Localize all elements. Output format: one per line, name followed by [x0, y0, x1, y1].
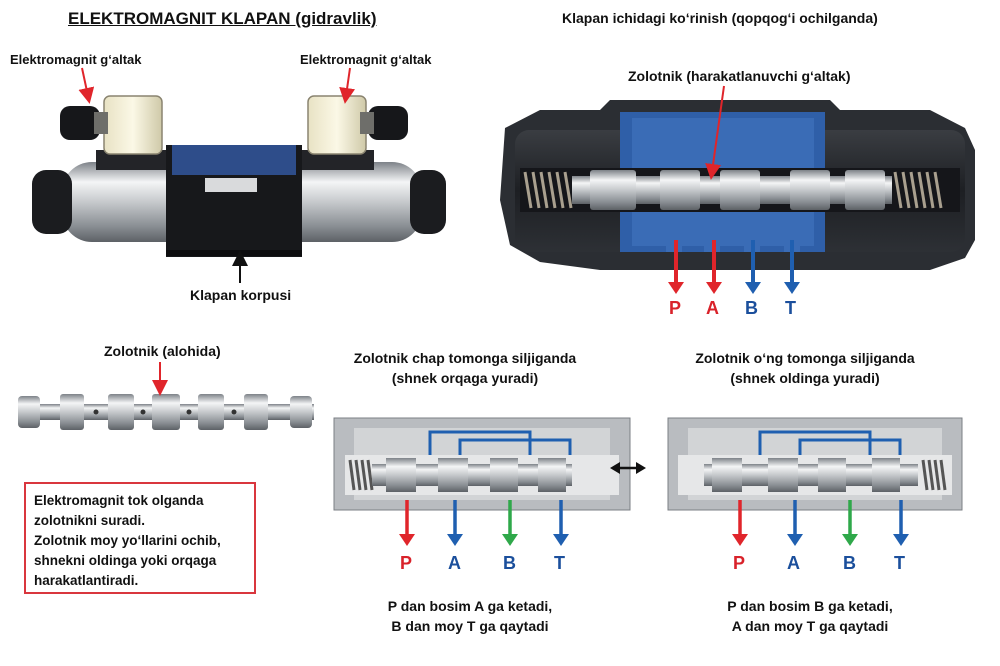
right-port-arrows [732, 500, 909, 546]
right-port-t: T [894, 553, 905, 573]
note-line-2: zolotnikni suradi. [34, 513, 146, 528]
left-port-a: A [448, 553, 461, 573]
note-line-4: shnekni oldinga yoki orqaga [34, 553, 217, 568]
cutaway-port-a: A [706, 298, 719, 318]
cutaway-port-t: T [785, 298, 796, 318]
cutaway-spool-label: Zolotnik (harakatlanuvchi g‘altak) [628, 68, 851, 84]
right-schematic [667, 417, 963, 511]
left-port-t: T [554, 553, 565, 573]
coil-right-pointer [339, 67, 356, 104]
left-diagram-caption-2: B dan moy T ga qaytadi [391, 618, 549, 634]
page-title: ELEKTROMAGNIT KLAPAN (gidravlik) [68, 9, 377, 28]
cutaway-port-p: P [669, 298, 682, 318]
left-diagram-title-2: (shnek orqaga yuradi) [391, 370, 539, 386]
spool-separate-label: Zolotnik (alohida) [104, 343, 221, 359]
valve-photo [32, 95, 446, 257]
right-diagram-caption-2: A dan moy T ga qaytadi [731, 618, 889, 634]
note-line-3: Zolotnik moy yo‘llarini ochib, [34, 533, 221, 548]
body-label: Klapan korpusi [190, 287, 292, 303]
left-schematic [333, 417, 631, 511]
cutaway-title: Klapan ichidagi ko‘rinish (qopqog‘i ochi… [562, 10, 878, 26]
cutaway-port-arrows [668, 240, 800, 294]
double-arrow [610, 462, 646, 474]
right-port-a: A [787, 553, 800, 573]
coil-left-label: Elektromagnit g‘altak [10, 52, 142, 67]
right-diagram-caption-1: P dan bosim B ga ketadi, [727, 598, 893, 614]
right-port-p: P [733, 553, 746, 573]
note-line-1: Elektromagnit tok olganda [34, 493, 204, 508]
left-diagram-title-1: Zolotnik chap tomonga siljiganda [353, 350, 577, 366]
cutaway-spool-pointer [705, 85, 725, 180]
cutaway-port-b: B [745, 298, 758, 318]
left-port-p: P [400, 553, 413, 573]
note-line-5: harakatlantiradi. [34, 573, 139, 588]
right-port-b: B [843, 553, 856, 573]
coil-right-label: Elektromagnit g‘altak [300, 52, 432, 67]
spool-separate [18, 394, 314, 430]
right-diagram-title-1: Zolotnik o‘ng tomonga siljiganda [695, 350, 915, 366]
left-port-b: B [503, 553, 516, 573]
left-port-arrows [399, 500, 569, 546]
valve-cutaway [500, 100, 975, 270]
coil-left-pointer [78, 67, 95, 104]
left-diagram-caption-1: P dan bosim A ga ketadi, [387, 598, 553, 614]
right-diagram-title-2: (shnek oldinga yuradi) [730, 370, 880, 386]
note-box: Elektromagnit tok olganda zolotnikni sur… [24, 482, 256, 594]
